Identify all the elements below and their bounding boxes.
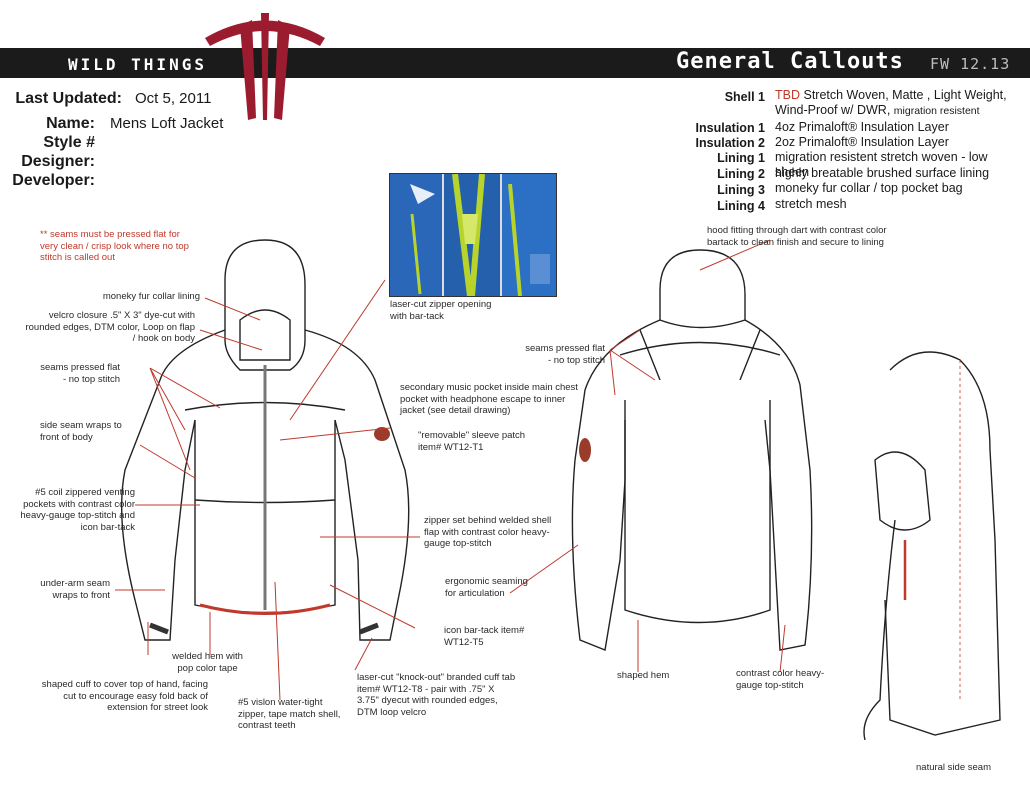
material-value: 2oz Primaloft® Insulation Layer bbox=[775, 135, 949, 149]
material-value: highly breatable brushed surface lining bbox=[775, 166, 990, 180]
material-value: stretch mesh bbox=[775, 197, 847, 211]
material-value: 4oz Primaloft® Insulation Layer bbox=[775, 120, 949, 134]
note-zipper-welded: zipper set behind welded shell flap with… bbox=[424, 515, 552, 549]
note-seams-flat-back: seams pressed flat - no top stitch bbox=[525, 343, 605, 366]
season-code: FW 12.13 bbox=[930, 55, 1011, 73]
material-value-shell: TBD Stretch Woven, Matte , Light Weight,… bbox=[775, 88, 1025, 119]
material-label: Lining 2 bbox=[717, 167, 765, 181]
style-label: Style # bbox=[43, 134, 95, 151]
note-sleeve-patch: "removable" sleeve patch item# WT12-T1 bbox=[418, 430, 526, 453]
note-ergonomic: ergonomic seaming for articulation bbox=[445, 576, 528, 599]
material-label: Insulation 1 bbox=[695, 121, 765, 135]
material-value: migration resistent stretch woven - low … bbox=[775, 150, 988, 179]
tbd-flag: TBD bbox=[775, 88, 800, 102]
header-bar bbox=[0, 48, 1030, 78]
note-hood-fitting: hood fitting through dart with contrast … bbox=[707, 225, 887, 248]
note-underarm: under-arm seam wraps to front bbox=[40, 578, 110, 601]
material-value: moneky fur collar / top pocket bag bbox=[775, 181, 963, 195]
brand-logo-icon bbox=[205, 13, 325, 120]
material-value-note: migration resistent bbox=[893, 105, 980, 117]
developer-label: Developer: bbox=[12, 172, 95, 189]
note-seams-pressed: ** seams must be pressed flat for very c… bbox=[40, 229, 189, 263]
last-updated-value: Oct 5, 2011 bbox=[135, 90, 212, 107]
note-music-pocket: secondary music pocket inside main chest… bbox=[400, 382, 578, 416]
material-label: Lining 4 bbox=[717, 199, 765, 213]
designer-label: Designer: bbox=[21, 153, 95, 170]
name-label: Name: bbox=[46, 115, 95, 132]
material-value: Stretch Woven, Matte , Light Weight, Win… bbox=[775, 88, 1007, 117]
note-collar-lining: moneky fur collar lining bbox=[102, 291, 200, 302]
note-side-seam: side seam wraps to front of body bbox=[40, 420, 122, 443]
note-welded-hem: welded hem with pop color tape bbox=[172, 651, 243, 674]
note-contrast-color: contrast color heavy-gauge top-stitch bbox=[736, 668, 825, 691]
name-value: Mens Loft Jacket bbox=[110, 115, 224, 132]
note-seams-flat-front: seams pressed flat - no top stitch bbox=[40, 362, 120, 385]
material-label: Insulation 2 bbox=[695, 136, 765, 150]
note-coil-zip: #5 coil zippered venting pockets with co… bbox=[20, 487, 135, 533]
last-updated-label: Last Updated: bbox=[15, 90, 122, 107]
note-velcro: velcro closure .5" X 3" dye-cut with rou… bbox=[25, 310, 195, 344]
brand-wordmark: WILD THINGS bbox=[68, 55, 207, 74]
material-label: Shell 1 bbox=[724, 90, 765, 104]
note-shaped-cuff: shaped cuff to cover top of hand, facing… bbox=[41, 679, 208, 713]
zipper-detail-photo bbox=[389, 173, 557, 297]
note-shaped-hem: shaped hem bbox=[617, 670, 670, 681]
material-label: Lining 1 bbox=[717, 151, 765, 165]
note-laser-cuff-tab: laser-cut "knock-out" branded cuff tab i… bbox=[357, 672, 516, 718]
note-vislon-zipper: #5 vislon water-tight zipper, tape match… bbox=[238, 697, 341, 731]
note-laser-zip: laser-cut zipper opening with bar-tack bbox=[390, 299, 492, 322]
material-label: Lining 3 bbox=[717, 183, 765, 197]
document-title: General Callouts bbox=[676, 49, 904, 74]
note-icon-bartack: icon bar-tack item# WT12-T5 bbox=[444, 625, 525, 648]
note-natural-side-seam: natural side seam bbox=[916, 762, 991, 773]
